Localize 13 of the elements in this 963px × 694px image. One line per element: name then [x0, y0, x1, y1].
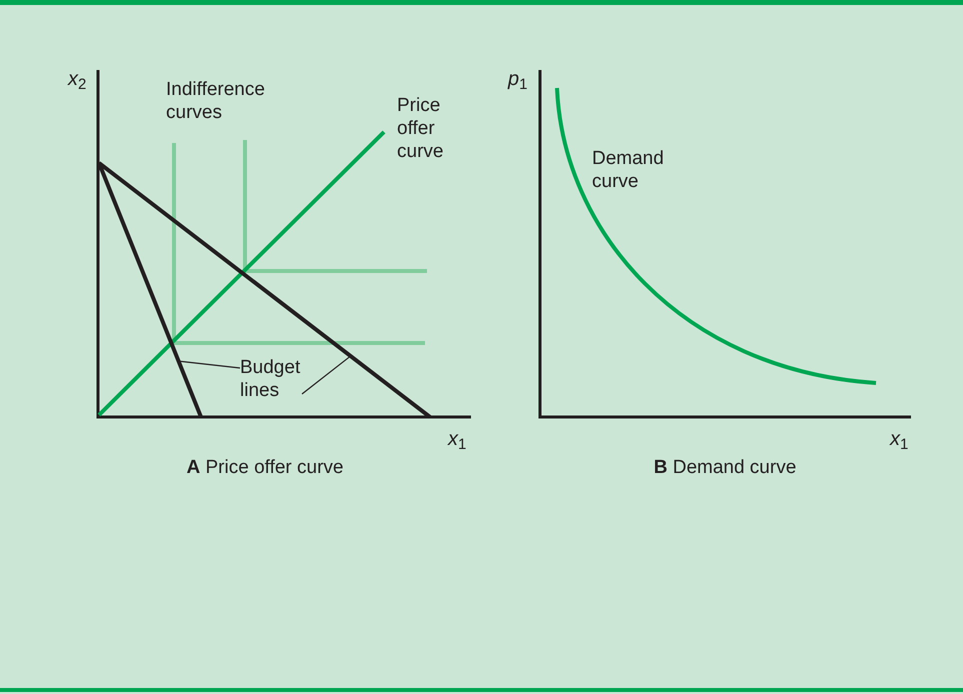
- panel-caption: A Price offer curve: [186, 456, 344, 480]
- axis-label: x$_{1}$: [890, 427, 910, 454]
- axis-label: x$_{1}$: [448, 427, 468, 454]
- axis-label: p$_{1}$: [508, 67, 528, 94]
- curve-label: Demand curve: [592, 147, 665, 193]
- panel-caption: B Demand curve: [652, 456, 798, 480]
- callout-text: Budget lines: [240, 356, 302, 402]
- leader-line: [178, 360, 240, 369]
- budget-line: [98, 161, 432, 419]
- curve-label: Price offer curve: [397, 94, 444, 163]
- leader-line: [302, 356, 351, 394]
- axis-label: x$_{2}$: [68, 67, 88, 94]
- curve-label: Indifference curves: [166, 78, 266, 124]
